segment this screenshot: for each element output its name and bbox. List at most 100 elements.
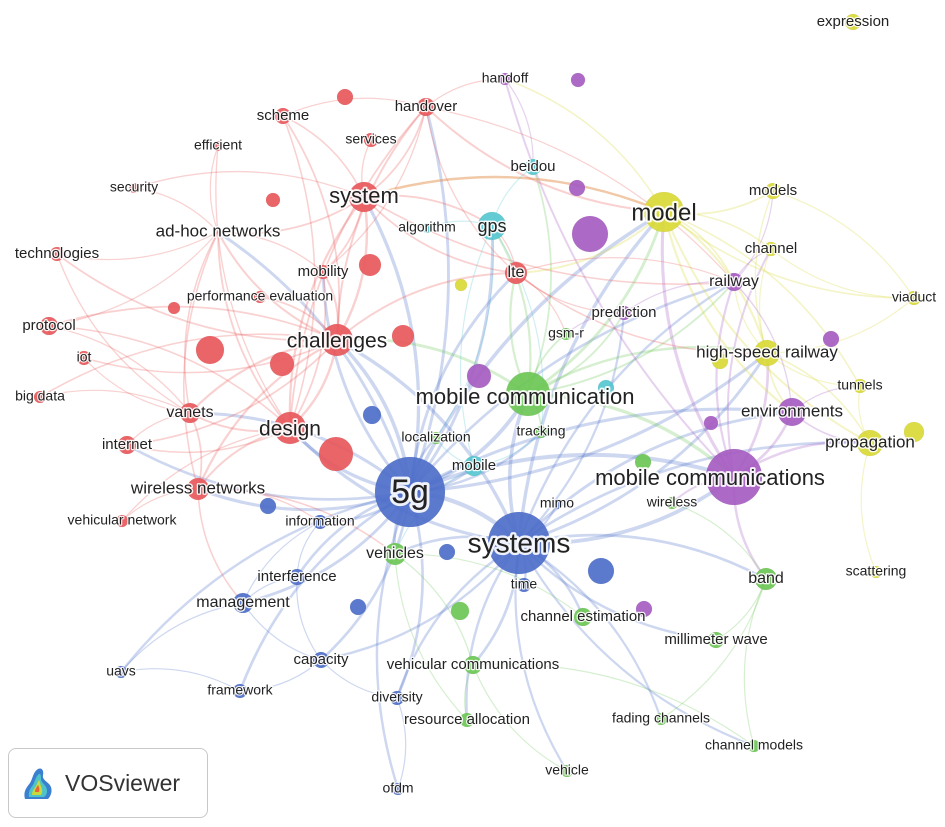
term-label-mobile[interactable]: mobile (451, 456, 498, 476)
term-node-vehicles[interactable] (383, 542, 407, 566)
term-label-protocol[interactable]: protocol (21, 316, 77, 336)
term-label-ad-hoc-networks[interactable]: ad-hoc networks (154, 220, 282, 242)
term-node-performance-evaluation[interactable] (253, 290, 267, 304)
term-label-wireless[interactable]: wireless (645, 493, 699, 511)
term-node-u-green-1[interactable] (450, 601, 470, 621)
term-label-wireless-networks[interactable]: wireless networks (129, 477, 267, 499)
term-node-prediction[interactable] (616, 305, 632, 321)
term-node-u-red-5[interactable] (195, 335, 225, 365)
term-label-efficient[interactable]: efficient (193, 136, 243, 154)
term-node-models[interactable] (764, 182, 782, 200)
term-label-railway[interactable]: railway (708, 272, 760, 292)
term-label-mobile-communication[interactable]: mobile communication (414, 382, 637, 411)
term-label-environments[interactable]: environments (740, 400, 845, 422)
term-node-u-red-1[interactable] (336, 88, 354, 106)
term-node-railway[interactable] (724, 272, 744, 292)
term-node-u-blue-2[interactable] (259, 497, 277, 515)
term-node-vanets[interactable] (179, 402, 201, 424)
term-node-wireless-networks[interactable] (186, 477, 210, 501)
term-node-u-red-3[interactable] (358, 253, 382, 277)
term-label-services[interactable]: services (344, 130, 398, 148)
term-node-localization[interactable] (429, 431, 443, 445)
term-node-u-purple-3[interactable] (571, 215, 609, 253)
term-node-millimeter-wave[interactable] (707, 631, 725, 649)
term-node-u-cyan-1[interactable] (597, 379, 615, 397)
term-label-mobility[interactable]: mobility (296, 262, 350, 282)
term-node-u-red-6[interactable] (318, 436, 354, 472)
term-node-vehicular-network[interactable] (115, 514, 129, 528)
term-label-information[interactable]: information (284, 512, 356, 530)
term-node-big-data[interactable] (33, 390, 47, 404)
term-node-efficient[interactable] (212, 140, 224, 152)
term-label-propagation[interactable]: propagation (824, 431, 917, 453)
term-label-security[interactable]: security (109, 178, 160, 196)
term-label-lte[interactable]: lte (506, 263, 526, 283)
term-node-u-yellow-2[interactable] (711, 352, 729, 370)
term-node-wireless[interactable] (665, 496, 679, 510)
term-node-mobile-communications[interactable] (705, 448, 763, 506)
term-node-vehicular-communications[interactable] (463, 655, 483, 675)
term-label-tunnels[interactable]: tunnels (836, 376, 883, 394)
term-label-fading-channels[interactable]: fading channels (611, 709, 711, 727)
term-label-viaduct[interactable]: viaduct (891, 288, 938, 306)
term-node-handoff[interactable] (498, 72, 512, 86)
term-node-u-blue-4[interactable] (438, 543, 456, 561)
term-node-scattering[interactable] (869, 565, 883, 579)
term-node-expression[interactable] (844, 13, 862, 31)
term-node-systems[interactable] (487, 511, 551, 575)
term-node-lte[interactable] (504, 261, 528, 285)
term-node-u-yellow-3[interactable] (903, 421, 925, 443)
term-node-u-purple-4[interactable] (466, 363, 492, 389)
term-label-scheme[interactable]: scheme (255, 106, 310, 126)
term-label-performance-evaluation[interactable]: performance evaluation (186, 287, 335, 305)
term-label-ofdm[interactable]: ofdm (381, 779, 414, 797)
term-node-challenges[interactable] (320, 323, 354, 357)
term-label-model[interactable]: model (629, 197, 698, 228)
term-node-handover[interactable] (416, 97, 436, 117)
term-label-vehicles[interactable]: vehicles (365, 544, 426, 564)
term-label-iot[interactable]: iot (75, 348, 92, 366)
term-node-algorithm[interactable] (421, 222, 433, 234)
term-label-internet[interactable]: internet (101, 435, 154, 455)
term-node-viaduct[interactable] (906, 290, 922, 306)
term-label-gps[interactable]: gps (476, 214, 508, 237)
term-label-beidou[interactable]: beidou (509, 157, 557, 177)
term-label-mimo[interactable]: mimo (539, 494, 576, 512)
term-node-u-red-2[interactable] (265, 192, 281, 208)
term-label-uavs[interactable]: uavs (105, 662, 137, 680)
term-node-u-purple-5[interactable] (822, 330, 840, 348)
term-label-big-data[interactable]: big data (14, 387, 66, 405)
term-node-channel[interactable] (763, 241, 779, 257)
term-node-design[interactable] (273, 411, 307, 445)
term-label-technologies[interactable]: technologies (14, 244, 101, 264)
term-label-localization[interactable]: localization (400, 428, 472, 446)
term-node-ofdm[interactable] (391, 782, 405, 796)
term-node-diversity[interactable] (389, 690, 405, 706)
term-node-u-blue-5[interactable] (349, 598, 367, 616)
term-node-mimo[interactable] (551, 498, 563, 510)
term-node-channel-models[interactable] (747, 739, 761, 753)
term-node-environments[interactable] (777, 397, 807, 427)
term-node-u-yellow-1[interactable] (454, 278, 468, 292)
term-label-models[interactable]: models (748, 181, 799, 201)
term-node-security[interactable] (128, 182, 140, 194)
term-node-uavs[interactable] (114, 665, 128, 679)
term-node-u-blue-1[interactable] (362, 405, 382, 425)
term-node-iot[interactable] (76, 350, 92, 366)
term-label-handoff[interactable]: handoff (481, 69, 530, 87)
term-node-u-red-8[interactable] (167, 301, 181, 315)
term-label-algorithm[interactable]: algorithm (397, 218, 457, 236)
term-node-scheme[interactable] (274, 107, 292, 125)
term-label-tracking[interactable]: tracking (515, 422, 566, 440)
term-node-u-blue-3[interactable] (587, 557, 615, 585)
term-node-u-purple-7[interactable] (635, 600, 653, 618)
term-node-mobility[interactable] (315, 264, 331, 280)
term-node-interference[interactable] (288, 568, 306, 586)
term-label-channel[interactable]: channel (743, 239, 798, 259)
term-node-mobile[interactable] (463, 455, 485, 477)
term-label-systems[interactable]: systems (465, 525, 572, 561)
term-label-capacity[interactable]: capacity (292, 650, 350, 670)
term-label-challenges[interactable]: challenges (285, 328, 389, 355)
term-node-protocol[interactable] (39, 316, 59, 336)
